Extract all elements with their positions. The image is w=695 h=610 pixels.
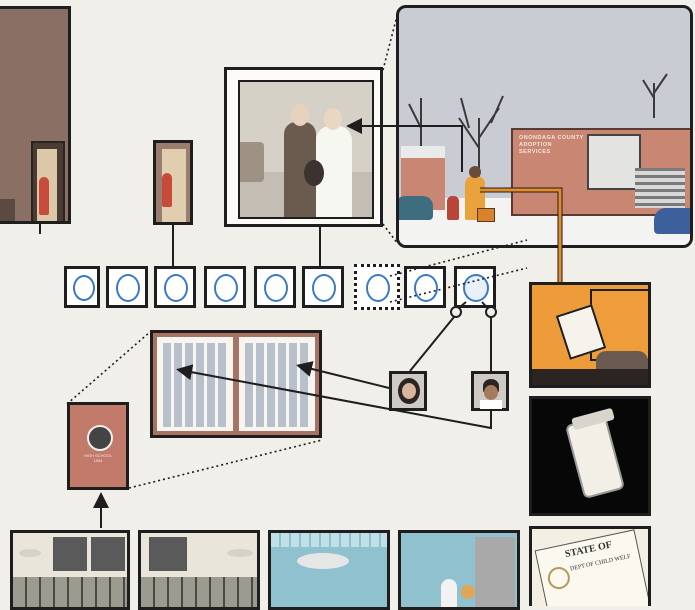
- yearbook-right-page: [239, 337, 315, 431]
- patient-head: [461, 585, 475, 599]
- chair: [0, 199, 15, 221]
- suitcase: [477, 208, 495, 222]
- callout-portrait-boy[interactable]: [471, 371, 509, 411]
- ceiling-lamp: [19, 549, 41, 557]
- portrait-4[interactable]: [204, 266, 246, 308]
- child-figure-red: [447, 196, 459, 220]
- girl-face: [402, 383, 416, 399]
- boy-face: [484, 385, 498, 400]
- certificate-document: STATE OF DEPT OF CHILD WELF: [534, 529, 648, 606]
- yearbook-left-page: [157, 337, 233, 431]
- portrait-1[interactable]: [64, 266, 100, 308]
- portrait-face: [214, 274, 238, 302]
- armchair: [240, 142, 264, 182]
- certificate-title: STATE OF: [563, 539, 613, 561]
- window-2: [91, 537, 125, 571]
- doorway-panel: [153, 140, 193, 225]
- school-crest-icon: [87, 425, 113, 451]
- yearbook-cover: HIGH SCHOOL 1964: [67, 402, 129, 490]
- portrait-9-baby[interactable]: [454, 266, 496, 308]
- father-head: [291, 104, 309, 126]
- portrait-face: [116, 274, 140, 302]
- building-sign: ONONDAGA COUNTY ADOPTION SERVICES: [519, 135, 585, 156]
- sign-line-1: ONONDAGA COUNTY: [519, 135, 584, 141]
- portrait-face: [414, 274, 438, 302]
- child-in-arms: [304, 160, 324, 186]
- left-room-panel: [0, 6, 71, 224]
- baby-face: [463, 274, 489, 302]
- hospital-panel: [268, 530, 390, 610]
- locker-hall-panel-2: [138, 530, 260, 610]
- hospital-room-panel: [398, 530, 520, 610]
- bride-head: [324, 108, 342, 130]
- yearbook-title-line1: HIGH SCHOOL: [83, 453, 112, 458]
- curtain: [475, 537, 515, 607]
- adoption-agency-panel: ONONDAGA COUNTY ADOPTION SERVICES: [396, 5, 693, 248]
- surgical-lamp: [297, 553, 349, 569]
- entrance: [587, 134, 641, 190]
- hand-figure: [596, 351, 648, 373]
- portrait-face: [73, 275, 95, 301]
- window-3: [149, 537, 187, 571]
- sign-line-2: ADOPTION: [519, 142, 553, 148]
- family-photo-frame: [224, 67, 383, 227]
- stairs: [635, 168, 685, 208]
- seal-icon: [545, 565, 572, 592]
- certificate-panel: STATE OF DEPT OF CHILD WELF: [529, 526, 651, 606]
- portrait-face: [164, 274, 188, 302]
- portrait-face: [264, 274, 288, 302]
- yearbook-title-line2: 1964: [93, 458, 103, 463]
- portrait-6[interactable]: [302, 266, 344, 308]
- tile-wall: [271, 533, 387, 547]
- portrait-face: [312, 274, 336, 302]
- portrait-2[interactable]: [106, 266, 148, 308]
- portrait-7-highlighted[interactable]: [354, 264, 400, 310]
- lockers: [13, 577, 127, 607]
- portrait-face: [366, 274, 390, 302]
- portrait-5[interactable]: [254, 266, 296, 308]
- sign-line-3: SERVICES: [519, 149, 551, 155]
- callout-portrait-girl[interactable]: [389, 371, 427, 411]
- locker-hall-panel-1: [10, 530, 130, 610]
- portrait-8[interactable]: [404, 266, 446, 308]
- standing-child-figure: [39, 177, 49, 215]
- family-photo: [238, 80, 374, 219]
- pill-bottle-panel: [529, 396, 651, 516]
- child-figure-2: [162, 173, 172, 207]
- open-yearbook: [150, 330, 322, 438]
- portrait-3[interactable]: [154, 266, 196, 308]
- window: [53, 537, 87, 571]
- parked-car-left: [399, 196, 433, 220]
- boy-shirt: [480, 400, 502, 409]
- parked-car-right: [654, 208, 690, 234]
- orange-file-panel: [529, 282, 651, 388]
- lockers-2: [141, 577, 257, 607]
- desk-edge: [532, 369, 648, 385]
- ceiling-lamp-2: [227, 549, 253, 557]
- nurse-figure: [441, 579, 457, 607]
- yearbook-title: HIGH SCHOOL 1964: [72, 453, 124, 463]
- mother-head: [469, 166, 481, 178]
